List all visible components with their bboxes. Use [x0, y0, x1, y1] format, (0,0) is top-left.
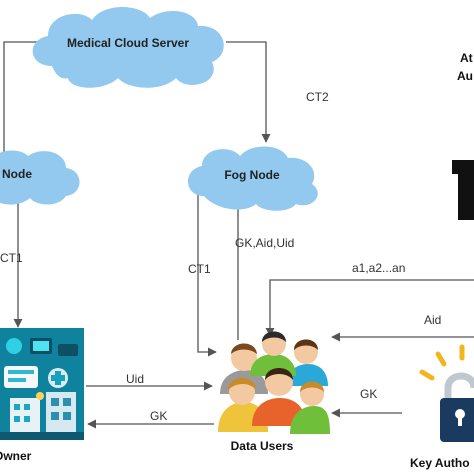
node-label: Fog Node — [224, 168, 280, 182]
node-label-line1: At — [460, 51, 473, 65]
fog-node-left: Node — [0, 150, 80, 205]
hospital-illustration-icon — [0, 328, 84, 440]
user-group-icon — [218, 331, 330, 434]
medical-cloud-server-node: Medical Cloud Server — [32, 7, 224, 88]
padlock-icon — [419, 344, 474, 442]
edge-cloud-to-left-fog — [3, 41, 40, 155]
cloud-shape-icon — [0, 150, 80, 205]
edge-label-attributes: a1,a2...an — [352, 261, 405, 275]
edge-attributes — [265, 279, 474, 337]
edge-label-gk-key: GK — [360, 387, 377, 401]
fog-node-right: Fog Node — [187, 146, 318, 211]
edge-label-aid: Aid — [424, 313, 441, 327]
cloud-shape-icon — [187, 146, 318, 211]
node-label: Node — [2, 167, 32, 181]
edge-label-ct2: CT2 — [306, 90, 329, 104]
edge-label-gk-owner: GK — [150, 409, 167, 423]
edge-cloud-to-fog-node — [226, 41, 271, 143]
node-label: Data Users — [231, 439, 294, 453]
edge-label-ct1-left: CT1 — [0, 251, 23, 265]
edge-label-ct1-center: CT1 — [188, 262, 211, 276]
edge-fog-to-users — [197, 194, 217, 357]
node-label: Key Autho — [410, 456, 470, 470]
cloud-shape-icon — [32, 7, 224, 88]
node-label: Medical Cloud Server — [67, 36, 189, 50]
node-label-line2: Au — [457, 69, 473, 83]
edge-label-uid: Uid — [126, 372, 144, 386]
data-users-node: Data Users — [218, 331, 330, 453]
authority-logo-icon — [452, 160, 474, 220]
edge-label-gk-aid-uid: GK,Aid,Uid — [235, 236, 294, 250]
node-label: Owner — [0, 449, 32, 463]
key-authority-node: Key Autho — [410, 344, 474, 470]
attribute-authority-node: At Au — [452, 51, 474, 220]
data-owner-node: Owner — [0, 328, 84, 463]
